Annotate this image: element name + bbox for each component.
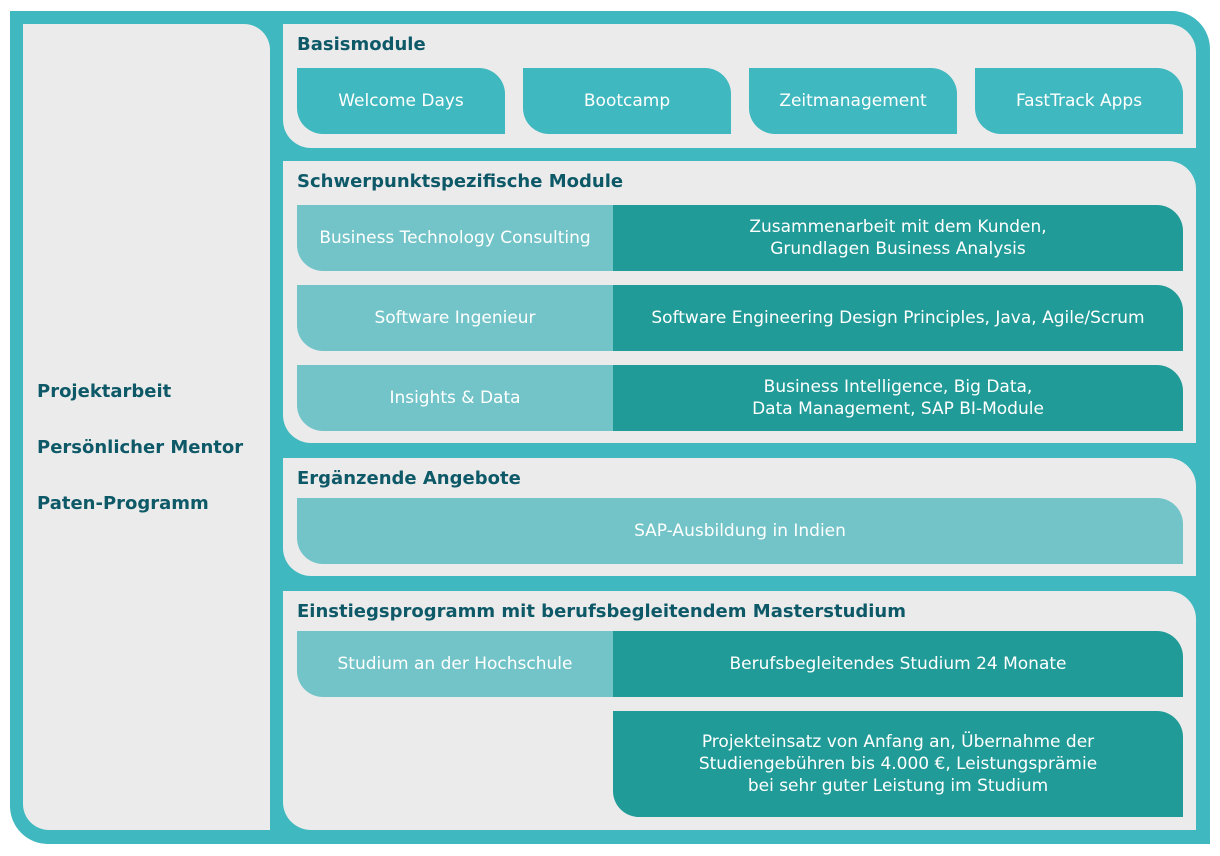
module-welcome-days: Welcome Days (297, 68, 505, 134)
track-content: Software Engineering Design Principles, … (613, 285, 1183, 351)
sidebar-list: Projektarbeit Persönlicher Mentor Paten-… (37, 382, 243, 550)
ergaenzend-title: Ergänzende Angebote (297, 468, 521, 489)
einstieg-panel: Einstiegsprogramm mit berufsbegleitendem… (283, 591, 1196, 830)
sidebar-panel: Projektarbeit Persönlicher Mentor Paten-… (23, 24, 270, 830)
track-row: Business Technology Consulting Zusammena… (297, 205, 1183, 271)
track-label: Insights & Data (297, 365, 613, 431)
ergaenzend-panel: Ergänzende Angebote SAP-Ausbildung in In… (283, 458, 1196, 576)
study-label: Studium an der Hochschule (297, 631, 613, 697)
module-fasttrack-apps: FastTrack Apps (975, 68, 1183, 134)
track-content: Zusammenarbeit mit dem Kunden, Grundlage… (613, 205, 1183, 271)
module-bootcamp: Bootcamp (523, 68, 731, 134)
sidebar-item-paten-programm: Paten-Programm (37, 493, 209, 514)
track-label: Software Ingenieur (297, 285, 613, 351)
basismodule-title: Basismodule (297, 34, 426, 55)
benefits-box: Projekteinsatz von Anfang an, Übernahme … (613, 711, 1183, 817)
study-row: Studium an der Hochschule Berufsbegleite… (297, 631, 1183, 697)
schwerpunkt-title: Schwerpunktspezifische Module (297, 171, 624, 192)
sidebar-item-mentor: Persönlicher Mentor (37, 437, 244, 458)
offer-sap-india: SAP-Ausbildung in Indien (297, 498, 1183, 564)
track-row: Insights & Data Business Intelligence, B… (297, 365, 1183, 431)
track-label: Business Technology Consulting (297, 205, 613, 271)
track-row: Software Ingenieur Software Engineering … (297, 285, 1183, 351)
sidebar-item-projektarbeit: Projektarbeit (37, 381, 172, 402)
track-content: Business Intelligence, Big Data, Data Ma… (613, 365, 1183, 431)
basismodule-panel: Basismodule Welcome Days Bootcamp Zeitma… (283, 24, 1196, 148)
module-zeitmanagement: Zeitmanagement (749, 68, 957, 134)
einstieg-title: Einstiegsprogramm mit berufsbegleitendem… (297, 601, 907, 622)
study-content: Berufsbegleitendes Studium 24 Monate (613, 631, 1183, 697)
schwerpunkt-panel: Schwerpunktspezifische Module Business T… (283, 161, 1196, 443)
